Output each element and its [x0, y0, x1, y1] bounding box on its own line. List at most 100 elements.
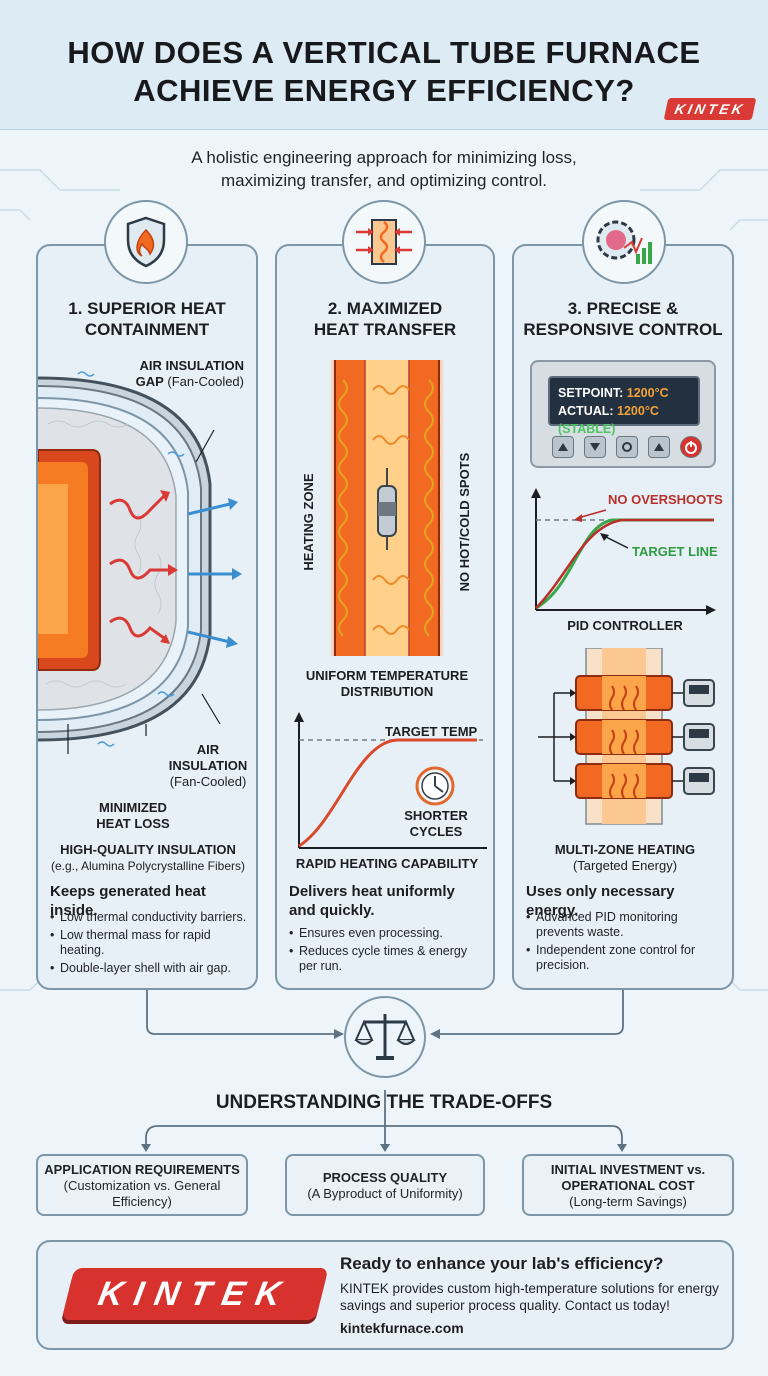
target-line-label: TARGET LINE: [632, 544, 718, 559]
setpoint-label: SETPOINT:: [558, 386, 624, 400]
subtitle-line-2: maximizing transfer, and optimizing cont…: [221, 171, 547, 190]
tradeoff-box-investment: INITIAL INVESTMENT vs. OPERATIONAL COST …: [522, 1154, 734, 1216]
control-title: 3. PRECISE & RESPONSIVE CONTROL: [522, 298, 724, 340]
controller-buttons: [544, 436, 704, 460]
target-temp-label: TARGET TEMP: [385, 724, 478, 739]
title-line: CONTAINMENT: [84, 320, 210, 339]
actual-label: ACTUAL:: [558, 404, 614, 418]
gear-brain-icon: [596, 220, 652, 264]
control-card: 3. PRECISE & RESPONSIVE CONTROL SETPOINT…: [512, 244, 734, 990]
air-insulation-bold: AIR: [196, 742, 220, 757]
up-arrow-button[interactable]: [552, 436, 574, 458]
label-line: DISTRIBUTION: [340, 684, 434, 699]
label-line: SHORTER: [404, 808, 468, 823]
heating-zone-label: HEATING ZONE: [301, 473, 316, 571]
tradeoff-box-quality: PROCESS QUALITY (A Byproduct of Uniformi…: [285, 1154, 485, 1216]
title-line: 3. PRECISE &: [567, 299, 679, 318]
air-insulation-bold: INSULATION: [168, 758, 248, 773]
containment-bullets: Low thermal conductivity barriers. Low t…: [50, 910, 250, 979]
heat-transfer-card: 2. MAXIMIZED HEAT TRANSFER HEATING ZONE …: [275, 244, 495, 990]
setpoint-value: 1200°C: [626, 386, 669, 400]
multi-zone-note: (Targeted Energy): [572, 858, 678, 873]
page-title: HOW DOES A VERTICAL TUBE FURNACE ACHIEVE…: [20, 34, 748, 110]
label-line: CYCLES: [409, 824, 463, 839]
controller-panel: SETPOINT: 1200°C ACTUAL: 1200°C (STABLE): [530, 360, 716, 468]
transfer-bullets: Ensures even processing. Reduces cycle t…: [289, 926, 487, 977]
summary-line: and quickly.: [289, 902, 375, 919]
transfer-summary: Delivers heat uniformly and quickly.: [289, 882, 485, 920]
title-line: RESPONSIVE CONTROL: [523, 320, 723, 339]
kintek-header-logo: KINTEK: [663, 98, 757, 120]
setpoint-readout: SETPOINT: 1200°C: [558, 384, 690, 402]
tradeoff-note: (Long-term Savings): [569, 1194, 687, 1209]
pid-controller-label: PID CONTROLLER: [567, 618, 683, 633]
air-gap-label-bold: GAP: [135, 374, 164, 389]
bullet-item: Ensures even processing.: [289, 926, 487, 941]
label-line: MINIMIZED: [99, 800, 167, 815]
tradeoff-title: APPLICATION REQUIREMENTS: [44, 1162, 240, 1177]
rapid-heating-label: RAPID HEATING CAPABILITY: [295, 856, 479, 871]
website-link[interactable]: kintekfurnace.com: [340, 1320, 464, 1336]
balance-scale-icon: [354, 1014, 416, 1060]
shorter-cycles-label: SHORTER CYCLES: [391, 808, 481, 840]
title-line-1: HOW DOES A VERTICAL TUBE FURNACE: [67, 35, 701, 70]
settings-button[interactable]: [616, 436, 638, 458]
bullet-item: Low thermal mass for rapid heating.: [50, 928, 250, 958]
bullet-item: Low thermal conductivity barriers.: [50, 910, 250, 925]
no-overshoots-label: NO OVERSHOOTS: [608, 492, 723, 507]
up-triangle-icon: [654, 443, 664, 451]
multi-zone-label: MULTI-ZONE HEATING (Targeted Energy): [518, 842, 732, 874]
heat-transfer-title: 2. MAXIMIZED HEAT TRANSFER: [285, 298, 485, 340]
tradeoff-title: PROCESS QUALITY: [322, 1170, 448, 1185]
label-line: UNIFORM TEMPERATURE: [305, 668, 469, 683]
heat-containment-title: 1. SUPERIOR HEAT CONTAINMENT: [46, 298, 248, 340]
air-insulation-label: AIR INSULATION (Fan-Cooled): [158, 742, 256, 790]
minimized-heat-loss-label: MINIMIZED HEAT LOSS: [78, 800, 188, 832]
actual-status: (STABLE): [558, 422, 616, 436]
down-arrow-button[interactable]: [584, 436, 606, 458]
tradeoff-title: INITIAL INVESTMENT vs. OPERATIONAL COST: [550, 1162, 706, 1193]
tradeoff-box-application: APPLICATION REQUIREMENTS (Customization …: [36, 1154, 248, 1216]
circuit-background-decoration: [0, 169, 768, 991]
subtitle-line-1: A holistic engineering approach for mini…: [191, 148, 577, 167]
down-triangle-icon: [590, 443, 600, 451]
air-gap-label-note: (Fan-Cooled): [167, 374, 244, 389]
actual-value: 1200°C: [617, 404, 659, 418]
title-line: HEAT TRANSFER: [313, 320, 457, 339]
rapid-heating-chart: [294, 712, 487, 849]
power-button[interactable]: [680, 436, 702, 458]
connector-lines: [141, 990, 627, 1152]
actual-readout: ACTUAL: 1200°C (STABLE): [558, 402, 690, 438]
bullet-item: Reduces cycle times & energy per run.: [289, 944, 487, 974]
shield-flame-badge: [104, 200, 188, 284]
balance-badge: [344, 996, 426, 1078]
no-hot-cold-spots-label: NO HOT/COLD SPOTS: [457, 452, 472, 592]
power-icon: [685, 441, 697, 454]
multi-zone-heating-diagram: [538, 648, 715, 825]
pid-response-chart: [531, 488, 716, 615]
subtitle: A holistic engineering approach for mini…: [60, 146, 708, 192]
insulation-label-note: (e.g., Alumina Polycrystalline Fibers): [50, 859, 246, 873]
up-triangle-icon: [558, 443, 568, 451]
insulation-label-title: HIGH-QUALITY INSULATION: [60, 842, 236, 857]
tradeoff-note: (A Byproduct of Uniformity): [307, 1186, 463, 1201]
uniform-distribution-label: UNIFORM TEMPERATURE DISTRIBUTION: [283, 668, 491, 700]
bullet-item: Independent zone control for precision.: [526, 943, 726, 973]
heat-containment-card: 1. SUPERIOR HEAT CONTAINMENT: [36, 244, 258, 990]
air-gap-label-bold: AIR INSULATION: [139, 358, 244, 373]
control-gear-badge: [582, 200, 666, 284]
cta-body: KINTEK provides custom high-temperature …: [340, 1281, 719, 1313]
air-gap-label: AIR INSULATION GAP (Fan-Cooled): [74, 358, 244, 390]
heat-transfer-icon: [356, 219, 412, 265]
title-line: 1. SUPERIOR HEAT: [68, 299, 226, 318]
kintek-logo: KINTEK: [61, 1268, 329, 1320]
title-line-2: ACHIEVE ENERGY EFFICIENCY?: [133, 73, 635, 108]
up-arrow-button-2[interactable]: [648, 436, 670, 458]
insulation-label: HIGH-QUALITY INSULATION (e.g., Alumina P…: [40, 842, 256, 874]
gear-icon: [622, 442, 632, 452]
kintek-logo-text: KINTEK: [95, 1275, 295, 1313]
heating-zone-tube-diagram: [331, 360, 443, 656]
call-to-action-panel: KINTEK Ready to enhance your lab's effic…: [36, 1240, 734, 1350]
tradeoff-note: (Customization vs. General Efficiency): [63, 1178, 221, 1209]
air-insulation-note: (Fan-Cooled): [169, 774, 247, 789]
